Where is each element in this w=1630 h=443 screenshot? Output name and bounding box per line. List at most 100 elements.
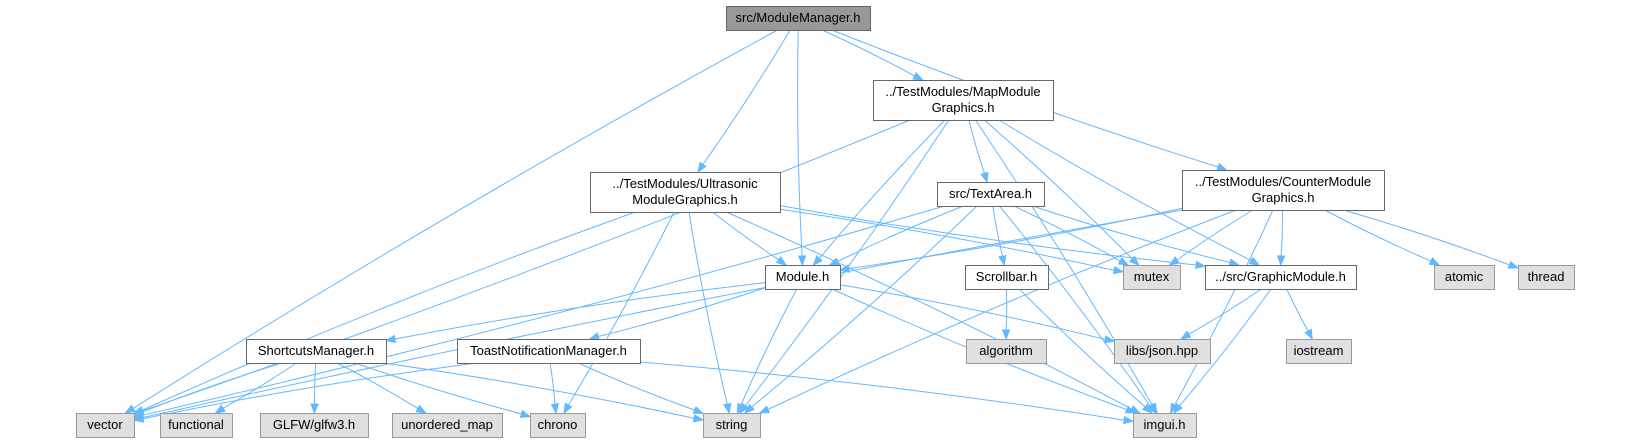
node-label: thread [1528, 269, 1565, 284]
node-label: ../src/GraphicModule.h [1215, 269, 1346, 284]
node-chrono[interactable]: chrono [530, 413, 586, 438]
node-label: ShortcutsManager.h [258, 343, 374, 358]
edge-arrowhead [384, 334, 396, 344]
edge-arrowhead [1128, 255, 1140, 266]
edge-toast-to-imgui [639, 361, 1135, 425]
edge-line [1013, 205, 1121, 262]
node-box [590, 172, 781, 213]
edge-map_module-to-text_area [968, 119, 989, 184]
edge-line [549, 362, 556, 405]
node-box [1133, 413, 1197, 438]
edge-arrowhead [736, 402, 746, 415]
edge-line [1343, 209, 1510, 266]
edge-shortcuts-to-functional [214, 362, 297, 414]
node-box [966, 339, 1047, 364]
node-mutex[interactable]: mutex [1123, 265, 1181, 290]
node-text-area[interactable]: src/TextArea.h [937, 182, 1045, 207]
node-thread[interactable]: thread [1518, 265, 1575, 290]
node-label: Scrollbar.h [976, 269, 1037, 284]
edge-line [1174, 209, 1274, 406]
edge-module_manager-to-module_h [797, 29, 807, 267]
node-toast[interactable]: ToastNotificationManager.h [457, 339, 641, 364]
node-label: string [716, 417, 748, 432]
edge-counter_module-to-atomic [1324, 209, 1441, 266]
node-glfw[interactable]: GLFW/glfw3.h [260, 413, 369, 438]
node-graphic-module[interactable]: ../src/GraphicModule.h [1205, 265, 1357, 290]
node-functional[interactable]: functional [160, 413, 233, 438]
edge-map_module-to-mutex [983, 119, 1140, 266]
node-algorithm[interactable]: algorithm [966, 339, 1047, 364]
edge-arrowhead [758, 405, 771, 414]
edge-arrowhead [692, 414, 705, 423]
edge-line [142, 211, 636, 411]
edge-line [639, 361, 1125, 421]
node-label: ModuleGraphics.h [632, 192, 738, 207]
edge-line [702, 29, 791, 165]
edge-arrowhead [1507, 260, 1520, 269]
node-vector[interactable]: vector [76, 413, 135, 438]
edge-ultrasonic-to-module_h [712, 211, 788, 266]
edge-shortcuts-to-vector [132, 362, 282, 416]
node-module-h[interactable]: Module.h [765, 265, 841, 290]
edge-arrowhead [1248, 256, 1261, 266]
node-box [937, 182, 1045, 207]
edge-arrowhead [912, 72, 925, 81]
edge-module_manager-to-vector [124, 29, 778, 414]
edge-toast-to-chrono [549, 362, 560, 415]
node-unordered-map[interactable]: unordered_map [392, 413, 503, 438]
node-shortcuts[interactable]: ShortcutsManager.h [246, 339, 387, 364]
node-ultrasonic[interactable]: ../TestModules/UltrasonicModuleGraphics.… [590, 172, 781, 213]
edge-counter_module-to-graphic_module [1276, 209, 1286, 267]
node-json[interactable]: libs/json.hpp [1114, 339, 1211, 364]
edge-line [142, 209, 1183, 418]
node-box [1114, 339, 1211, 364]
edge-arrowhead [1276, 255, 1286, 267]
edge-arrowhead [743, 403, 755, 414]
edge-text_area-to-mutex [1013, 205, 1130, 266]
node-string[interactable]: string [703, 413, 761, 438]
edge-line [779, 208, 1115, 271]
node-box [1434, 265, 1495, 290]
edge-line [712, 211, 779, 261]
node-box [765, 265, 841, 290]
edge-arrowhead [1146, 402, 1157, 415]
edge-text_area-to-vector [132, 205, 945, 420]
node-atomic[interactable]: atomic [1434, 265, 1495, 290]
edge-map_module-to-graphic_module [998, 119, 1261, 266]
edge-line [1032, 205, 1231, 263]
edge-arrowhead [1141, 403, 1153, 414]
node-module-manager[interactable]: src/ModuleManager.h [726, 6, 871, 31]
node-label: Module.h [776, 269, 829, 284]
edge-line [688, 211, 728, 405]
edge-line [839, 284, 1106, 340]
node-label: mutex [1134, 269, 1170, 284]
edge-line [848, 207, 1183, 270]
node-scrollbar[interactable]: Scrollbar.h [965, 265, 1049, 290]
node-label: Graphics.h [1252, 190, 1315, 205]
edge-shortcuts-to-chrono [355, 362, 532, 418]
node-imgui[interactable]: imgui.h [1133, 413, 1197, 438]
edge-arrowhead [1124, 405, 1137, 414]
edge-text_area-to-scrollbar [992, 205, 1007, 267]
node-label: ../TestModules/Ultrasonic [612, 176, 758, 191]
node-iostream[interactable]: iostream [1286, 339, 1352, 364]
edge-line [577, 362, 695, 411]
edge-shortcuts-to-unordered_map [336, 362, 428, 414]
edge-arrowhead [1304, 328, 1313, 341]
edge-line [999, 205, 1151, 407]
node-label: unordered_map [401, 417, 493, 432]
edge-line [336, 362, 419, 410]
edge-line [992, 205, 1003, 257]
node-box [1286, 339, 1352, 364]
edge-ultrasonic-to-graphic_module [779, 205, 1207, 270]
node-label: src/TextArea.h [949, 186, 1032, 201]
edge-counter_module-to-module_h [838, 207, 1183, 273]
edge-module_manager-to-map_module [821, 29, 925, 81]
node-label: imgui.h [1144, 417, 1186, 432]
node-label: chrono [538, 417, 578, 432]
edge-line [598, 287, 766, 337]
edge-arrowhead [588, 332, 600, 341]
